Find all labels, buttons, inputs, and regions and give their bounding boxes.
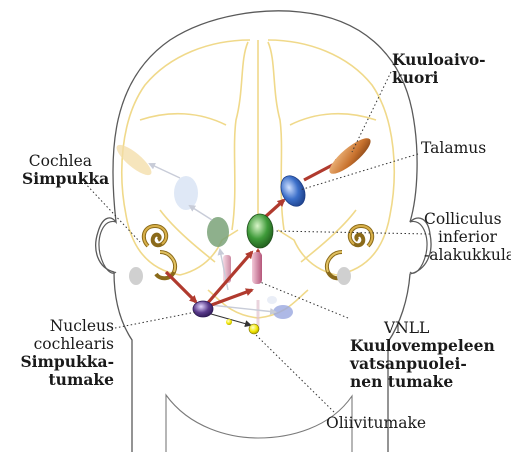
label-auditory-cortex-line1: Kuuloaivo- — [392, 51, 486, 69]
label-vnll: VNLL Kuulovempeleen vatsanpuolei- nen tu… — [350, 319, 495, 391]
label-auditory-cortex: Kuuloaivo- kuori — [392, 51, 486, 87]
label-cochlea-finnish: Simpukka — [22, 170, 92, 188]
label-colliculus-line1: Colliculus — [424, 210, 510, 228]
label-vnll-line2: vatsanpuolei- — [350, 355, 495, 373]
olive-nucleus — [249, 324, 259, 334]
neck-outline — [166, 395, 352, 452]
label-colliculus-line2: inferior — [424, 228, 510, 246]
olive-nucleus-small — [226, 319, 232, 325]
label-vnll-line3: nen tumake — [350, 373, 495, 391]
label-olive: Oliivitumake — [326, 414, 426, 432]
label-vnll-line1: Kuulovempeleen — [350, 337, 495, 355]
label-olive-text: Oliivitumake — [326, 414, 426, 432]
label-cochlea-latin: Cochlea — [22, 152, 92, 170]
left-ear-outline — [99, 221, 116, 273]
label-vnll-abbr: VNLL — [350, 319, 495, 337]
left-thalamus-faded — [174, 176, 198, 210]
label-thalamus: Talamus — [421, 139, 486, 157]
label-colliculus: Colliculus inferior -alakukkula — [424, 210, 510, 264]
auditory-cortex — [325, 133, 375, 179]
label-nucleus-cochlearis-line1: Nucleus — [10, 317, 114, 335]
vnll-nucleus — [252, 252, 262, 284]
label-auditory-cortex-line2: kuori — [392, 69, 486, 87]
left-cortex-faded — [113, 140, 156, 179]
right-cochlear-nucleus-faded — [273, 305, 293, 319]
label-cochlea: Cochlea Simpukka — [22, 152, 92, 188]
right-olive-faded — [267, 296, 277, 304]
label-colliculus-line3: -alakukkula — [424, 246, 510, 264]
left-colliculus-faded — [207, 217, 229, 247]
label-nucleus-cochlearis: Nucleus cochlearis Simpukka- tumake — [10, 317, 114, 389]
colliculus-inferior — [247, 214, 273, 248]
label-thalamus-text: Talamus — [421, 139, 486, 157]
label-nucleus-cochlearis-line2: cochlearis — [10, 335, 114, 353]
label-nucleus-cochlearis-line3: Simpukka- — [10, 353, 114, 371]
label-nucleus-cochlearis-line4: tumake — [10, 371, 114, 389]
cochlear-nucleus — [193, 301, 213, 317]
